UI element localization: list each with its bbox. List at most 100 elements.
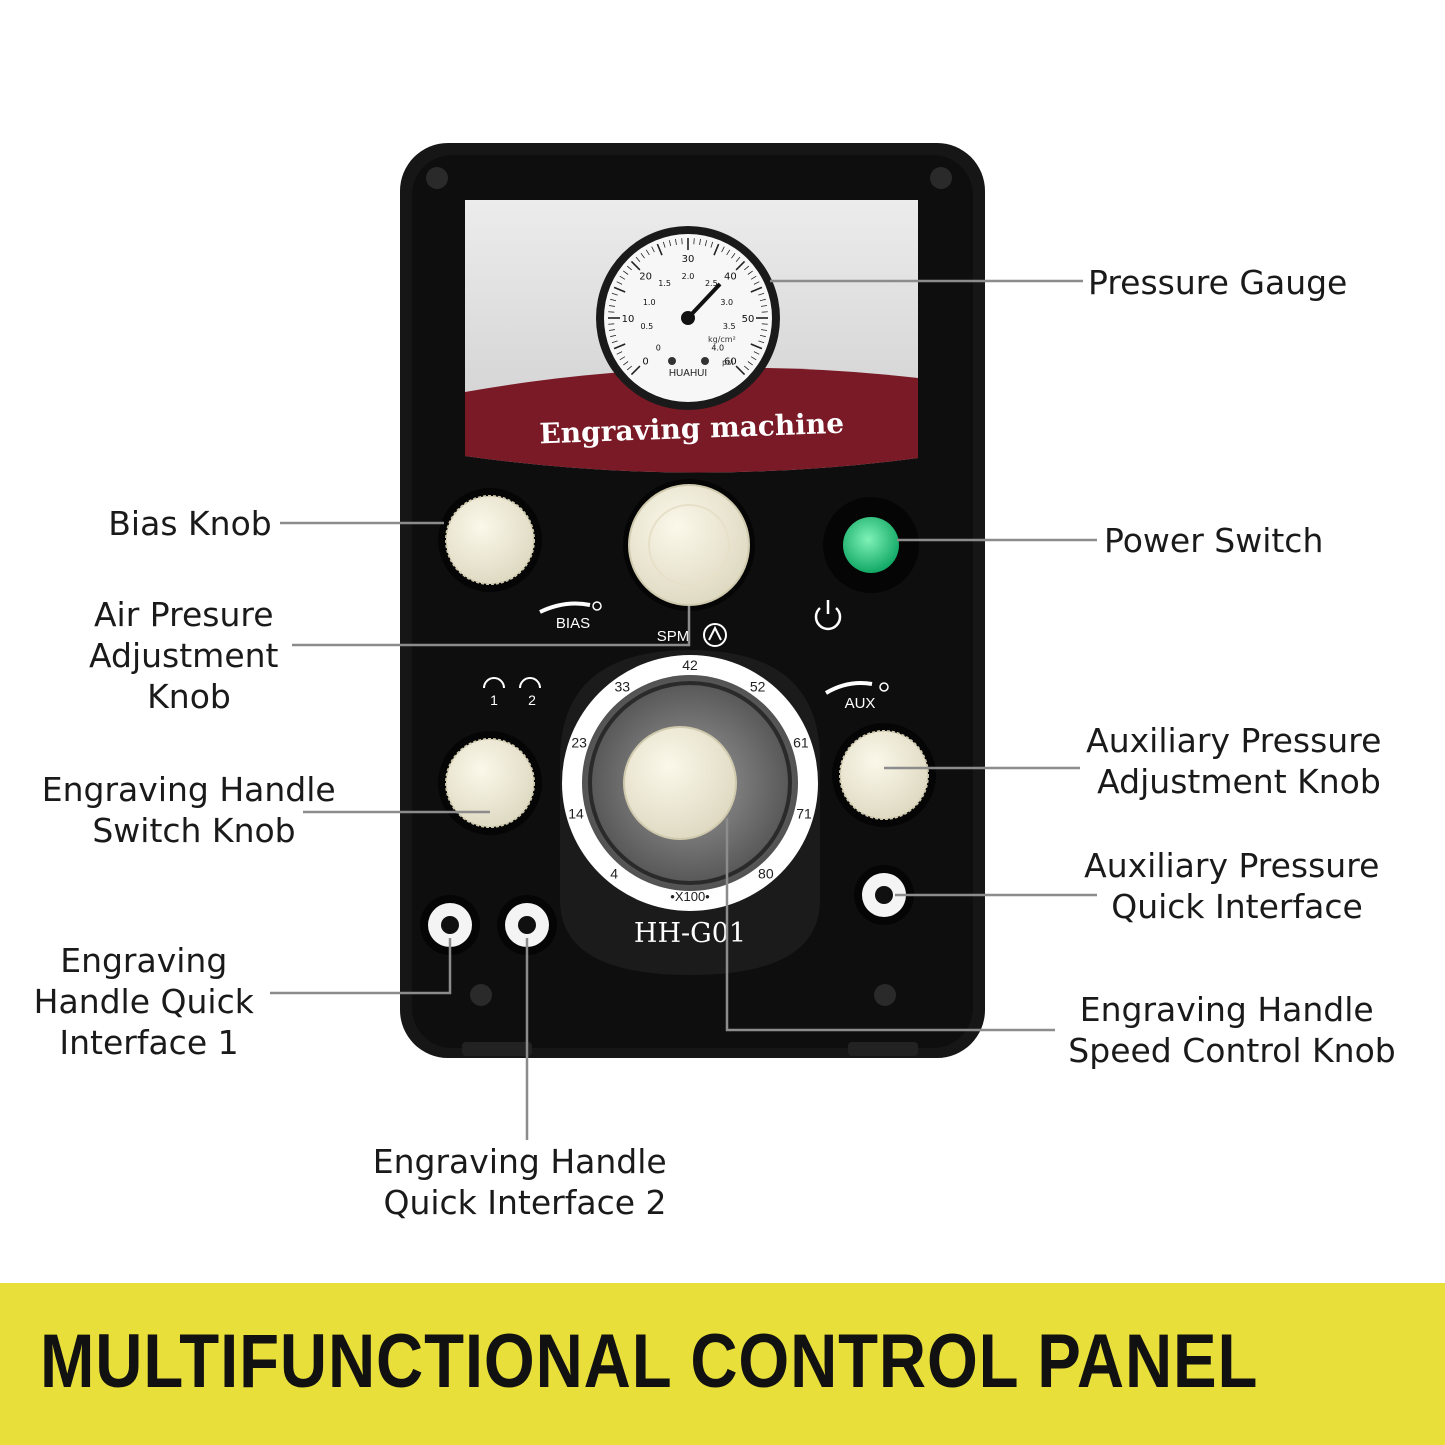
gauge-tick [747,361,753,366]
power-led [843,517,899,573]
gauge-tick [675,238,677,245]
gauge-tick [759,334,766,338]
gauge-tick [704,240,708,247]
gauge-tick [761,329,768,331]
gauge-tick [735,260,746,271]
gauge-kg-label: 3.5 [723,322,736,331]
gauge-tick [735,365,746,376]
gauge-psi-label: 10 [622,314,635,325]
handle-quick-interface-1[interactable] [420,895,480,955]
gauge-tick [761,305,768,307]
gauge-unit-psi: psi [722,358,733,367]
gauge-needle [686,282,722,320]
callout-handle-quick-1: Engraving Handle Quick Interface 1 [34,941,265,1062]
spm-up-icon [703,623,727,647]
callout-aux-pressure-knob: Auxiliary Pressure Adjustment Knob [1086,721,1392,801]
callout-handle-switch-knob: Engraving Handle Switch Knob [42,770,346,850]
dial-tick-label: 52 [750,678,766,694]
speed-control-knob[interactable] [623,726,737,840]
gauge-tick [713,243,720,256]
gauge-tick [656,243,663,256]
screw-icon [470,984,492,1006]
banner-title: MULTIFUNCTIONAL CONTROL PANEL [40,1319,1259,1404]
gauge-kg-label: 1.5 [658,279,671,288]
gauge-tick [610,334,617,338]
dial-tick-label: 42 [682,657,698,673]
gauge-tick [750,343,763,350]
screw-icon [426,167,448,189]
gauge-tick [626,265,632,271]
gauge-tick [610,298,617,302]
gauge-tick [613,343,626,350]
switch-mark-2: 2 [528,692,536,708]
gauge-tick [611,292,618,296]
maroon-stripe [465,367,918,473]
gauge-psi-label: 50 [742,314,755,325]
leader-lines [270,279,1097,1140]
gauge-tick [750,275,757,280]
gauge-tick [753,351,760,355]
air-pressure-knob[interactable] [623,479,755,611]
dial-tick-label: 23 [571,735,587,751]
leader-handle-quick-1 [270,938,452,995]
gauge-kg-label: 2.0 [682,272,695,281]
gauge-tick [753,281,760,285]
gauge-psi-label: 0 [642,356,648,367]
gauge-tick [744,365,750,371]
aux-pressure-knob[interactable] [832,723,936,827]
aux-quick-interface[interactable] [854,865,914,925]
gauge-tick [744,265,750,271]
callout-aux-quick-interface: Auxiliary Pressure Quick Interface [1084,846,1390,926]
dial-tick-label: 61 [793,735,809,751]
gauge-tick [758,340,765,344]
gauge-tick [623,270,629,275]
screw-icon [930,167,952,189]
gauge-psi-label: 20 [639,272,652,283]
gauge-kg-label: 4.0 [711,344,724,353]
gauge-tick [626,365,632,371]
gauge-tick-marks [608,238,768,376]
dial-tick-label: 80 [758,865,774,881]
gauge-kg-label: 0.5 [640,322,653,331]
gauge-tick [699,238,701,245]
gauge-tick [616,281,623,285]
aux-marking: AUX [845,695,876,712]
gauge-tick [721,246,725,253]
dial-tick-label: 33 [615,678,631,694]
dial-tick-label: 4 [610,865,618,881]
spm-marking: SPM [657,628,690,645]
gauge-tick [635,256,641,262]
gauge-tick [710,241,714,248]
gauge-tick [758,292,765,296]
gauge-kg-label: 0 [656,344,661,353]
bias-marking: BIAS [556,615,590,632]
gauge-unit-kg: kg/cm² [708,335,736,344]
gauge-tick [731,253,736,259]
bias-knob[interactable] [438,488,542,592]
gauge-kg-label: 2.5 [705,279,718,288]
gauge-tick [750,356,757,361]
handle-quick-interface-2[interactable] [497,895,557,955]
gauge-psi-label: 60 [724,356,737,367]
power-switch[interactable] [823,497,919,593]
gauge-tick [651,246,655,253]
dial-tick-label: 14 [568,806,584,822]
gauge-tick [662,241,666,248]
gauge-tick [613,286,626,293]
gauge-tick [619,356,626,361]
callout-handle-quick-2: Engraving Handle Quick Interface 2 [373,1142,677,1222]
gauge-tick [630,260,641,271]
leader-speed-control [725,818,1055,1032]
gauge-tick [623,361,629,366]
title-banner [0,1283,1445,1445]
gauge-psi-label: 30 [682,254,695,265]
dial-multiplier: •X100• [670,889,710,904]
gauge-tick [645,249,650,256]
gauge-tick [611,340,618,344]
handle-switch-knob[interactable] [438,731,542,835]
